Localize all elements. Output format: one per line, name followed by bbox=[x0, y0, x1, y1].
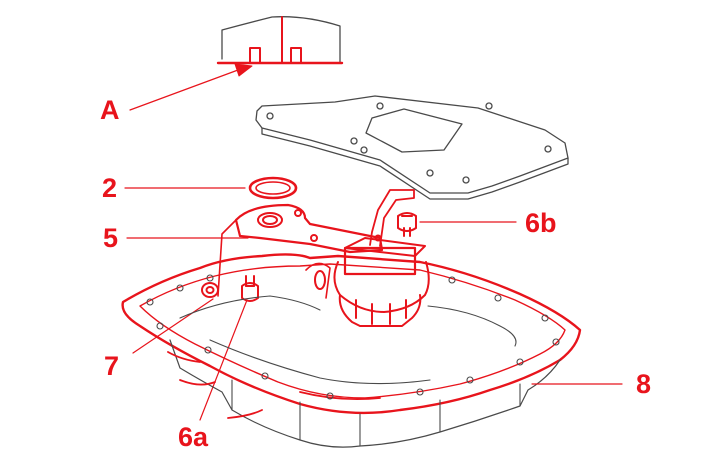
callout-a: A bbox=[100, 95, 120, 125]
leader-a bbox=[129, 69, 239, 111]
part-7-washer bbox=[201, 282, 219, 298]
callout-7: 7 bbox=[104, 351, 120, 381]
cover-plate bbox=[255, 95, 569, 200]
callout-6a: 6a bbox=[178, 422, 209, 452]
detail-a-inset bbox=[216, 16, 344, 65]
arrowhead-a bbox=[234, 63, 253, 77]
callout-5: 5 bbox=[103, 223, 119, 253]
part-2-o-ring bbox=[248, 176, 298, 200]
part-8-oil-pan bbox=[121, 253, 582, 448]
leader-6a bbox=[199, 299, 248, 421]
callout-8: 8 bbox=[636, 369, 652, 399]
part-6a-bolt bbox=[241, 275, 259, 302]
callout-2: 2 bbox=[102, 173, 118, 203]
leader-7 bbox=[132, 298, 214, 354]
callout-6b: 6b bbox=[525, 208, 557, 238]
part-6b-bolt bbox=[397, 212, 417, 237]
